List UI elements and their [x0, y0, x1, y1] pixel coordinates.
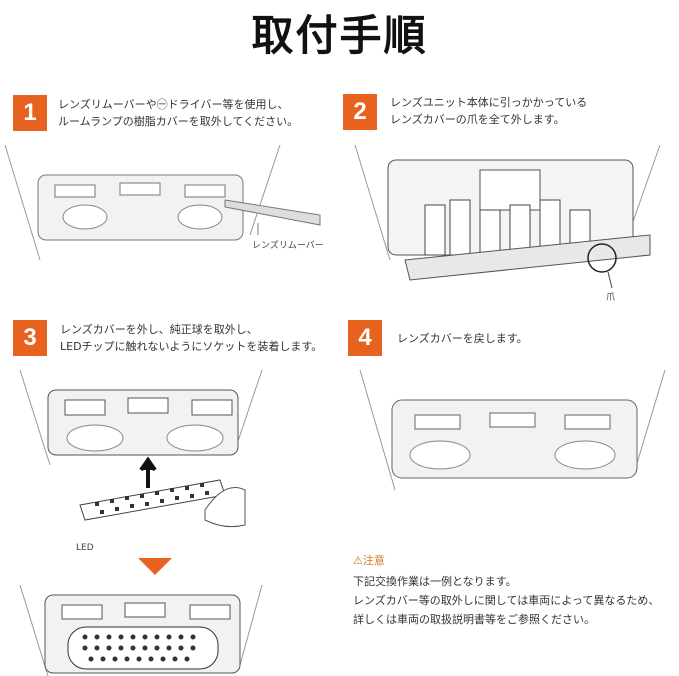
- step-3-label: LED: [76, 543, 94, 553]
- step-2-text: レンズユニット本体に引っかかっている レンズカバーの爪を全て外します。: [390, 94, 587, 128]
- caution-line-2: レンズカバー等の取外しに関しては車両によって異なるため、: [353, 594, 660, 607]
- step-1-illustration: [4, 145, 321, 261]
- step-2-badge: 2: [343, 94, 377, 130]
- step-3-illustration: [19, 370, 263, 528]
- step-2-label: 爪: [606, 293, 616, 303]
- step-4-text: レンズカバーを戻します。: [397, 330, 528, 347]
- step-1-text: レンズリムーバーや㊀ドライバー等を使用し、 ルームランプの樹脂カバーを取外してく…: [58, 96, 298, 130]
- step-3-badge: 3: [13, 320, 47, 356]
- step-1-line-1: レンズリムーバーや㊀ドライバー等を使用し、: [58, 98, 289, 111]
- step-1-line-2: ルームランプの樹脂カバーを取外してください。: [58, 115, 299, 128]
- caution-line-3: 詳しくは車両の取扱説明書等をご参照ください。: [353, 613, 595, 626]
- step-1-badge: 1: [13, 95, 47, 131]
- step-3-line-2: LEDチップに触れないようにソケットを装着します。: [60, 340, 323, 353]
- page-title: 取付手順: [251, 11, 428, 60]
- down-arrow-icon: [138, 558, 172, 575]
- caution-text: 下記交換作業は一例となります。 レンズカバー等の取外しに関しては車両によって異な…: [353, 572, 659, 629]
- step-4-line-1: レンズカバーを戻します。: [397, 332, 528, 345]
- step-3-result-illustration: [19, 585, 263, 676]
- step-1-label: レンズリムーバー: [252, 241, 324, 251]
- step-2-illustration: [354, 144, 661, 289]
- warning-icon: ⚠: [353, 554, 363, 567]
- caution-heading: ⚠注意: [353, 552, 385, 568]
- step-3-line-1: レンズカバーを外し、純正球を取外し、: [60, 323, 258, 336]
- caution-line-1: 下記交換作業は一例となります。: [353, 575, 517, 588]
- step-2-line-1: レンズユニット本体に引っかかっている: [390, 96, 588, 109]
- caution-heading-text: 注意: [362, 554, 385, 567]
- step-4-illustration: [359, 370, 666, 491]
- step-2-line-2: レンズカバーの爪を全て外します。: [390, 113, 565, 126]
- step-4-badge: 4: [348, 320, 382, 356]
- step-3-text: レンズカバーを外し、純正球を取外し、 LEDチップに触れないようにソケットを装着…: [60, 321, 322, 355]
